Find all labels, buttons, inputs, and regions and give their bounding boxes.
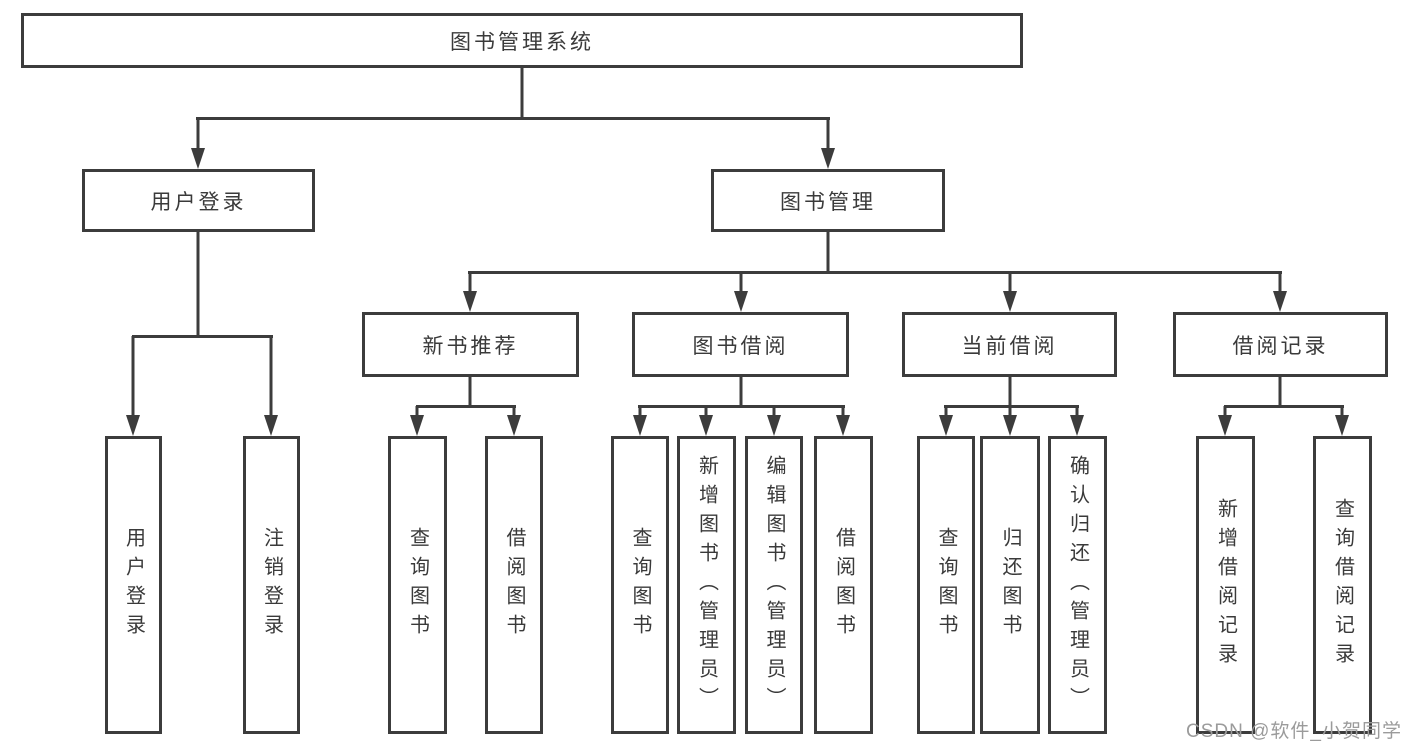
arrow-down	[734, 291, 748, 312]
leaf-user-login: 用户登录	[105, 436, 162, 734]
leaf-confirm-return-admin: 确认归还（管理员）	[1048, 436, 1107, 734]
node-label: 借阅记录	[1232, 334, 1329, 358]
leaf-query-books-current: 查询图书	[917, 436, 975, 734]
node-user-login: 用户登录	[82, 169, 315, 232]
leaf-query-borrow-record: 查询借阅记录	[1313, 436, 1372, 734]
arrow-down	[126, 415, 140, 436]
leaf-label: 归还图书	[999, 527, 1021, 643]
connector-line	[638, 405, 845, 408]
connector-line	[468, 271, 1282, 274]
connector-line	[826, 118, 830, 156]
arrow-down	[821, 148, 835, 169]
arrow-down	[1003, 415, 1017, 436]
connector-line	[1278, 272, 1282, 300]
connector-line	[131, 336, 135, 424]
arrow-down	[1070, 415, 1084, 436]
arrow-down	[699, 415, 713, 436]
leaf-label: 借阅图书	[832, 527, 855, 643]
connector-line	[1224, 405, 1344, 408]
leaf-label: 编辑图书（管理员）	[763, 454, 785, 716]
leaf-logout: 注销登录	[243, 436, 300, 734]
connector-line	[196, 232, 200, 338]
node-label: 图书管理系统	[450, 30, 594, 54]
connector-line	[468, 377, 472, 408]
arrow-down	[191, 148, 205, 169]
node-label: 用户登录	[150, 190, 247, 214]
leaf-label: 查询图书	[935, 527, 957, 643]
node-book-borrow: 图书借阅	[632, 312, 849, 377]
connector-line	[520, 68, 524, 120]
arrow-down	[836, 415, 850, 436]
connector-line	[826, 232, 830, 274]
arrow-down	[1273, 291, 1287, 312]
node-new-book-recommend: 新书推荐	[362, 312, 579, 377]
arrow-down	[264, 415, 278, 436]
leaf-edit-book-admin: 编辑图书（管理员）	[745, 436, 803, 734]
connector-line	[1008, 272, 1012, 300]
leaf-borrow-books: 借阅图书	[814, 436, 873, 734]
node-library-system: 图书管理系统	[21, 13, 1023, 68]
connector-line	[739, 272, 743, 300]
connector-line	[739, 377, 743, 408]
arrow-down	[410, 415, 424, 436]
node-label: 图书借阅	[692, 334, 789, 358]
watermark: CSDN @软件_小贺同学	[1186, 721, 1402, 742]
leaf-label: 新增借阅记录	[1214, 498, 1237, 672]
leaf-add-book-admin: 新增图书（管理员）	[677, 436, 736, 734]
node-label: 当前借阅	[961, 334, 1058, 358]
arrow-down	[1335, 415, 1349, 436]
connector-line	[1008, 377, 1012, 408]
node-label: 新书推荐	[422, 334, 519, 358]
connector-line	[196, 118, 200, 156]
node-book-management: 图书管理	[711, 169, 945, 232]
arrow-down	[507, 415, 521, 436]
arrow-down	[633, 415, 647, 436]
connector-line	[1278, 377, 1282, 408]
leaf-label: 查询借阅记录	[1331, 498, 1354, 672]
connector-line	[196, 117, 830, 120]
node-label: 图书管理	[780, 190, 876, 214]
leaf-return-book: 归还图书	[980, 436, 1040, 734]
leaf-query-books-borrow: 查询图书	[611, 436, 669, 734]
connector-line	[468, 272, 472, 300]
leaf-label: 确认归还（管理员）	[1066, 454, 1089, 716]
node-borrow-records: 借阅记录	[1173, 312, 1388, 377]
arrow-down	[1003, 291, 1017, 312]
arrow-down	[463, 291, 477, 312]
connector-line	[416, 405, 516, 408]
leaf-label: 查询图书	[406, 527, 429, 643]
leaf-label: 查询图书	[629, 527, 651, 643]
leaf-label: 新增图书（管理员）	[695, 454, 718, 716]
leaf-borrow-books-recommend: 借阅图书	[485, 436, 543, 734]
arrow-down	[767, 415, 781, 436]
connector-line	[269, 336, 273, 424]
leaf-label: 用户登录	[122, 527, 145, 643]
leaf-add-borrow-record: 新增借阅记录	[1196, 436, 1255, 734]
leaf-query-books-recommend: 查询图书	[388, 436, 447, 734]
node-current-borrow: 当前借阅	[902, 312, 1117, 377]
leaf-label: 借阅图书	[503, 527, 525, 643]
arrow-down	[1218, 415, 1232, 436]
connector-line	[132, 335, 273, 338]
connector-line	[944, 405, 1079, 408]
arrow-down	[939, 415, 953, 436]
leaf-label: 注销登录	[260, 527, 283, 643]
